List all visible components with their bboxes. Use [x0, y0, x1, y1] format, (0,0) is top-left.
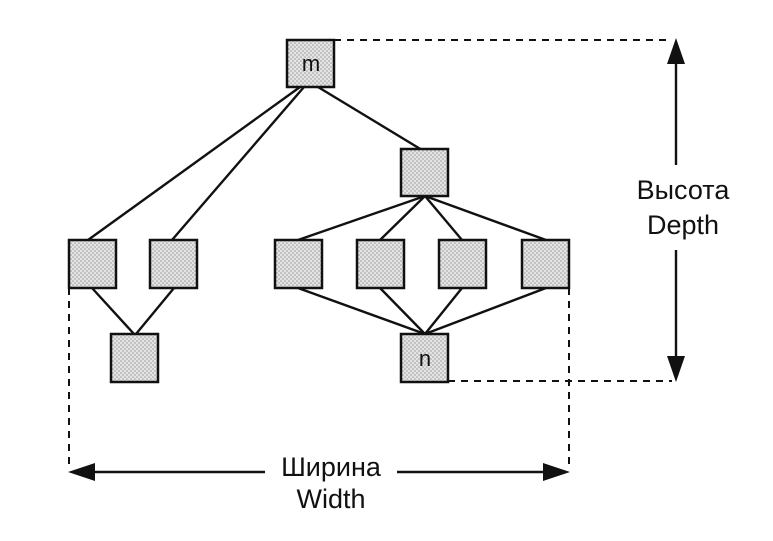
edge-left-b-to-left-leaf: [135, 287, 175, 335]
node-left-leaf: [109, 332, 160, 384]
depth-dimension: Высота Depth: [334, 38, 730, 382]
edges: [87, 85, 547, 336]
node-n-label: n: [419, 346, 431, 371]
depth-label-ru: Высота: [637, 175, 731, 205]
edge-mid-to-right-1: [297, 194, 426, 242]
node-right-2: [355, 238, 406, 290]
node-left-a: [67, 238, 118, 290]
width-label-ru: Ширина: [281, 452, 382, 482]
edge-left-a-to-left-leaf: [91, 287, 135, 335]
edge-mid-to-right-3: [424, 195, 463, 241]
edge-right-4-to-n: [424, 286, 547, 336]
node-right-3: [437, 238, 488, 290]
node-right-4: [520, 238, 571, 290]
depth-arrow-up-head: [667, 38, 685, 64]
depth-label-en: Depth: [647, 210, 719, 240]
node-left-b: [148, 238, 199, 290]
node-m-label: m: [302, 51, 320, 76]
node-m: [285, 38, 336, 89]
node-right-1: [273, 238, 324, 290]
node-mid: [399, 147, 450, 198]
width-arrow-left-head: [68, 463, 95, 481]
nodes: [67, 38, 571, 384]
edge-m-to-left-b: [171, 86, 305, 241]
width-dimension: Ширина Width: [68, 288, 570, 514]
edge-m-to-mid: [317, 85, 423, 152]
width-label-en: Width: [296, 484, 365, 514]
edge-right-3-to-n: [424, 287, 463, 335]
width-arrow-right-head: [543, 463, 570, 481]
edge-right-2-to-n: [379, 287, 426, 335]
node-n: [399, 332, 450, 384]
edge-mid-to-right-2: [379, 195, 426, 241]
edge-right-1-to-n: [297, 286, 426, 336]
depth-arrow-down-head: [667, 356, 685, 382]
edge-mid-to-right-4: [424, 194, 547, 242]
edge-m-to-left-a: [87, 86, 301, 241]
